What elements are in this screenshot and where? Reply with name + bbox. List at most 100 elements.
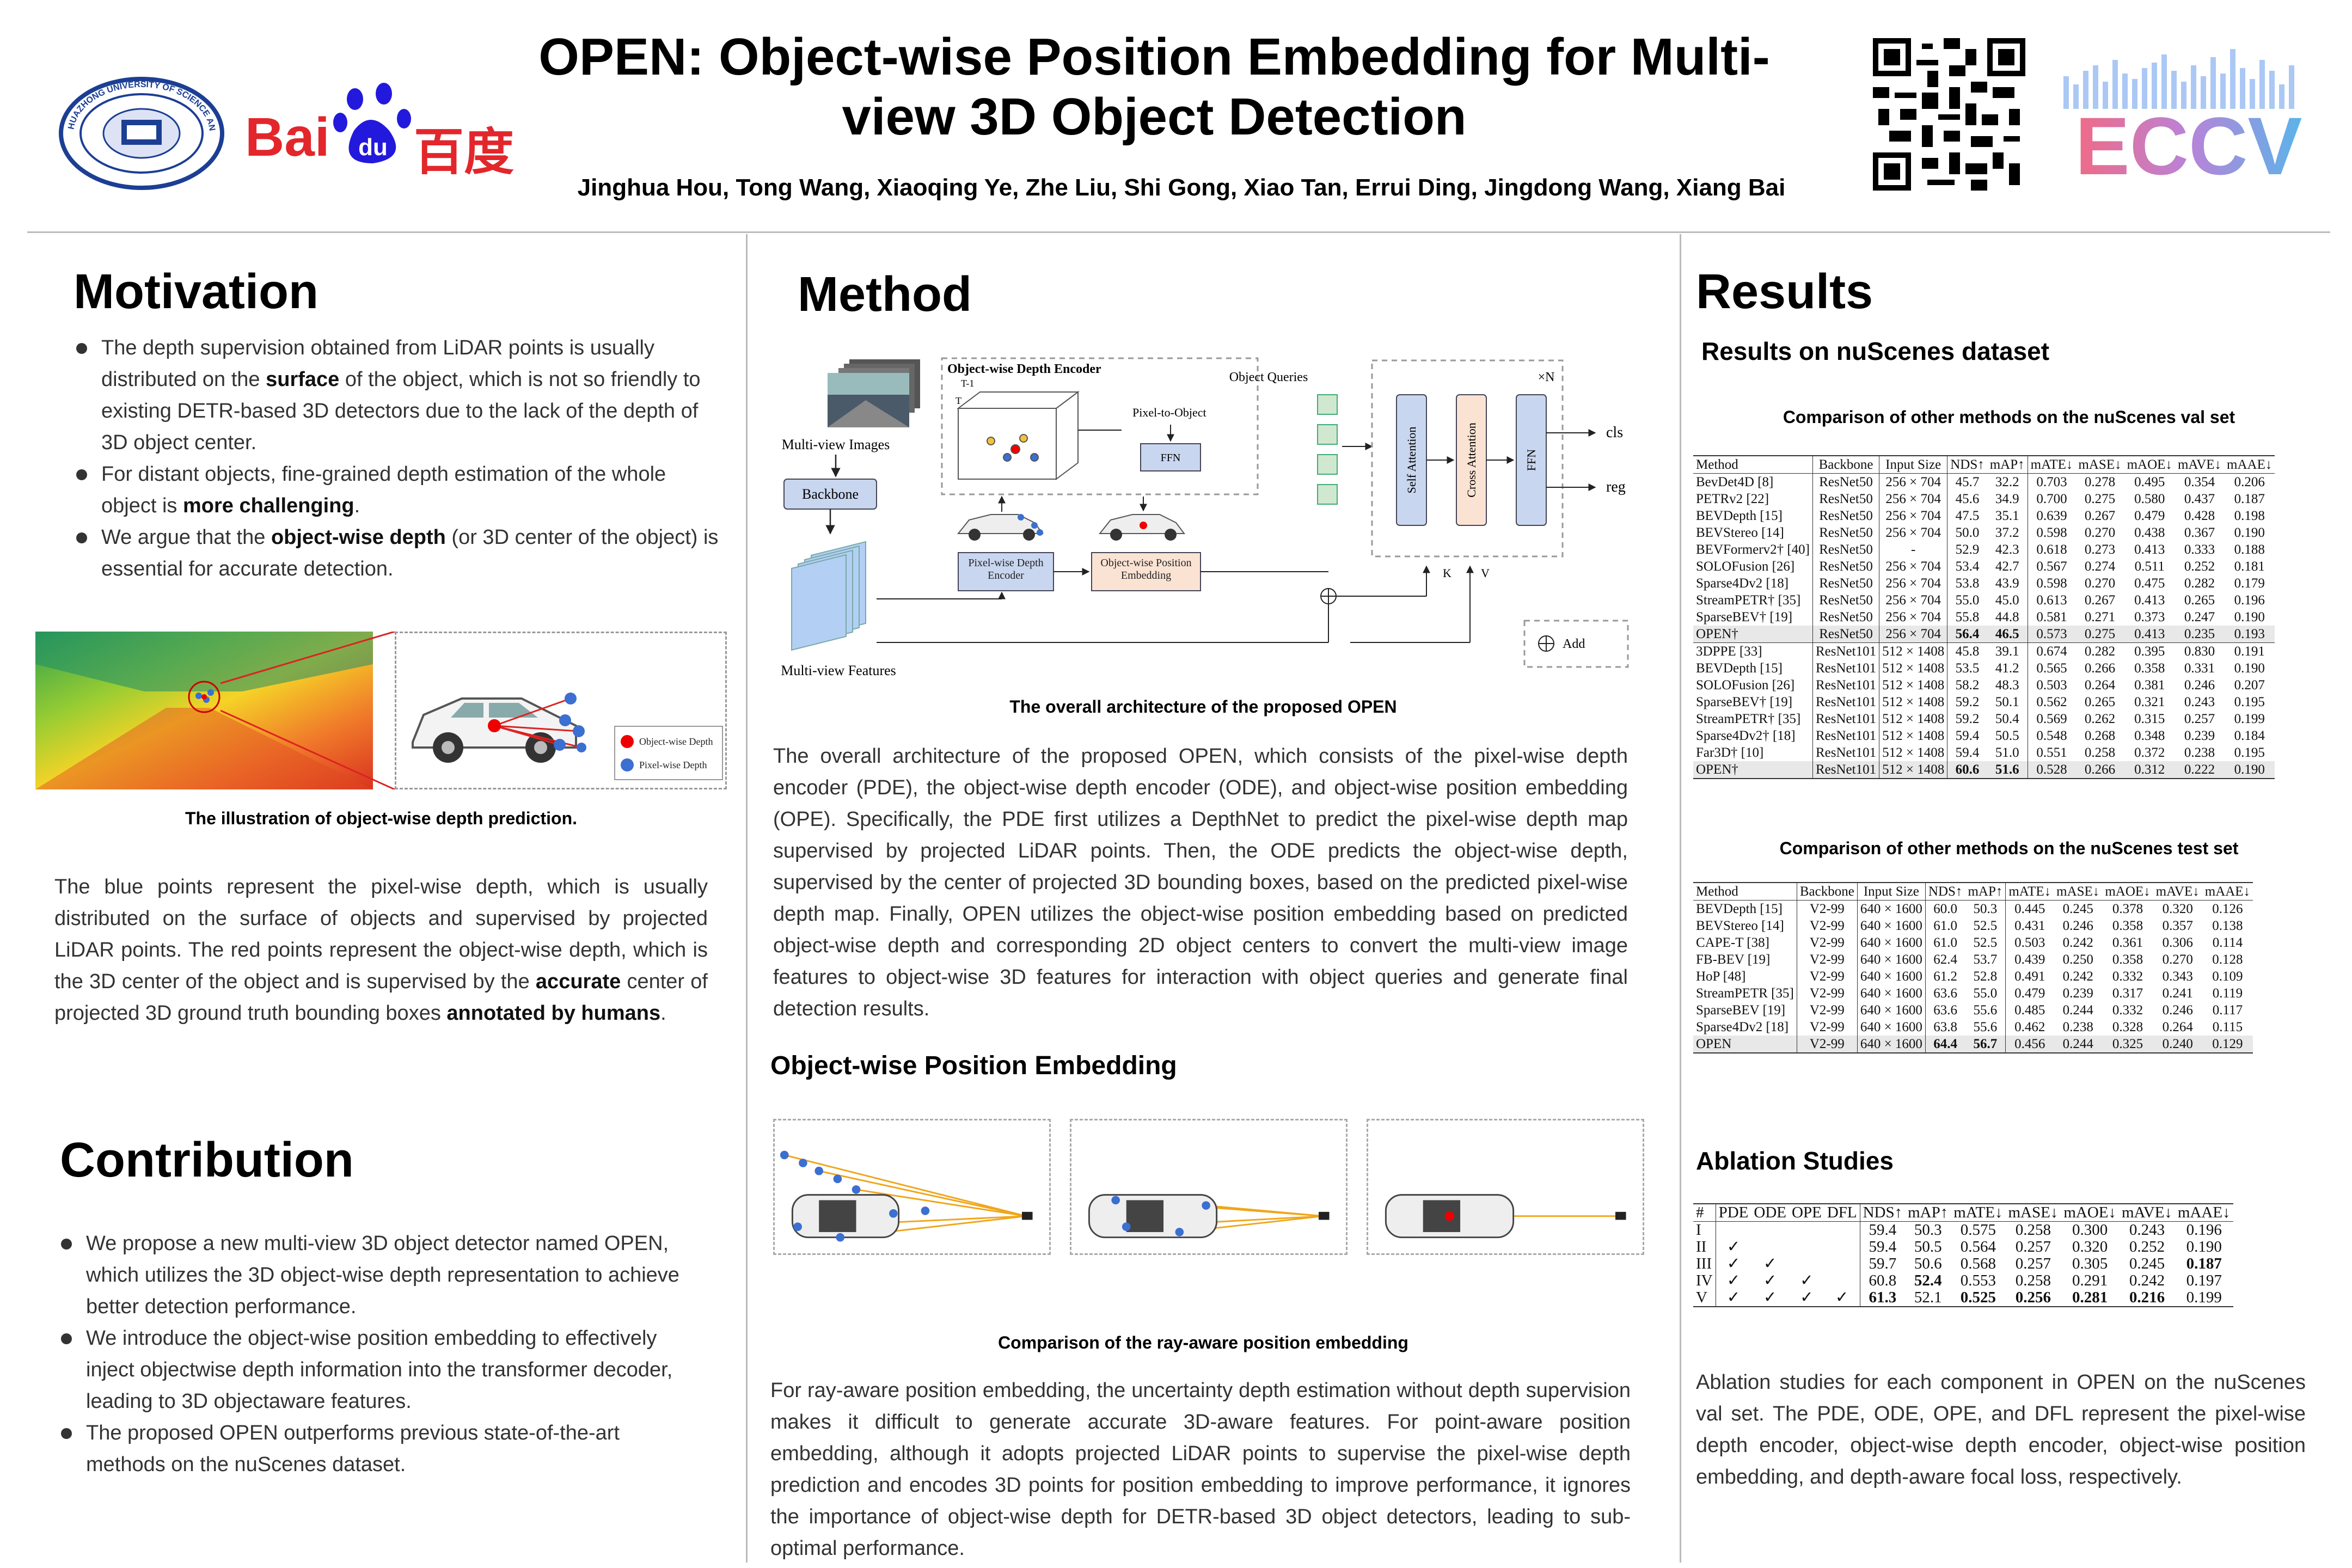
table-cell: ✓ — [1763, 1255, 1777, 1272]
table-cell: 512 × 1408 — [1879, 761, 1948, 779]
table-cell: 0.241 — [2162, 986, 2193, 1001]
table-cell: ✓ — [1763, 1272, 1777, 1289]
table-cell: SOLOFusion [26] — [1693, 677, 1813, 694]
baidu-logo-du: du — [358, 134, 388, 161]
table-cell: BEVFormerv2† [40] — [1693, 541, 1813, 558]
table-cell: 0.830 — [2175, 642, 2225, 660]
column-header: mATE↓ — [1953, 1204, 2003, 1221]
table-cell: 53.7 — [1965, 951, 2006, 968]
column-header: mAOE↓ — [2127, 457, 2172, 472]
table-cell: 0.271 — [2084, 610, 2116, 624]
table-cell: 0.242 — [2129, 1272, 2165, 1289]
table-cell: Sparse4Dv2 [18] — [1693, 1019, 1797, 1036]
column-header: mAVE↓ — [2177, 457, 2222, 472]
table-cell: 0.199 — [2234, 712, 2265, 726]
table-cell: 0.361 — [2112, 935, 2143, 950]
table-cell — [1824, 1272, 1860, 1289]
table-cell: 47.5 — [1955, 509, 1980, 523]
test-table-caption: Comparison of other methods on the nuSce… — [1779, 838, 2239, 858]
table-cell: 0.267 — [2084, 593, 2116, 608]
pde-block: Pixel-wise Depth Encoder — [968, 557, 1044, 581]
table-cell: ResNet50 — [1812, 541, 1880, 558]
table-cell: 58.2 — [1955, 678, 1980, 693]
table-cell: I — [1693, 1221, 1716, 1239]
table-cell: 0.195 — [2234, 745, 2265, 760]
table-cell: 0.240 — [2153, 1036, 2202, 1053]
motivation-paragraph: The blue points represent the pixel-wise… — [54, 875, 708, 1025]
baidu-logo: Bai du 百度 — [245, 82, 517, 180]
table-cell: V2-99 — [1797, 1019, 1858, 1036]
table-cell: 50.3 — [1914, 1221, 1942, 1239]
table-cell: 50.5 — [1914, 1238, 1942, 1255]
table-cell: 0.266 — [2084, 661, 2116, 676]
multi-view-images-icon — [828, 359, 920, 427]
v-label: V — [1481, 566, 1490, 580]
table-cell: 256 × 704 — [1879, 575, 1948, 592]
table-cell: 59.2 — [1955, 695, 1980, 709]
pixel-to-object-label: Pixel-to-Object — [1132, 406, 1206, 419]
table-cell: - — [1879, 541, 1948, 558]
table-cell: V2-99 — [1797, 951, 1858, 968]
table-cell: 0.305 — [2072, 1255, 2108, 1272]
table-cell: 0.197 — [2186, 1272, 2222, 1289]
table-cell: 0.243 — [2129, 1221, 2165, 1239]
table-cell: 37.2 — [1987, 524, 2028, 541]
table-cell: V2-99 — [1797, 968, 1858, 985]
table-cell: 0.618 — [2036, 542, 2067, 557]
table-cell: 61.3 — [1869, 1289, 1897, 1306]
table-cell: 0.333 — [2184, 542, 2215, 557]
table-cell: 512 × 1408 — [1879, 677, 1948, 694]
column-header: mASE↓ — [2056, 884, 2100, 899]
table-cell: 0.184 — [2234, 728, 2265, 743]
depth-cube-icon — [957, 391, 1080, 480]
table-cell — [1789, 1239, 1824, 1255]
table-cell: 0.456 — [2005, 1036, 2054, 1053]
table-cell: 0.413 — [2134, 542, 2165, 557]
reg-label: reg — [1606, 479, 1626, 495]
table-cell: ResNet101 — [1812, 727, 1880, 744]
table-cell: 0.320 — [2162, 902, 2193, 916]
table-cell: 0.511 — [2134, 559, 2165, 574]
table-cell: 50.3 — [1965, 900, 2006, 917]
table-cell: 0.700 — [2036, 492, 2067, 506]
table-cell: 0.674 — [2028, 642, 2076, 660]
add-legend-label: Add — [1563, 637, 1585, 651]
table-cell: ResNet50 — [1812, 558, 1880, 575]
table-cell: 0.238 — [2184, 745, 2215, 760]
table-cell: 0.348 — [2134, 728, 2165, 743]
table-cell: 0.114 — [2212, 935, 2243, 950]
times-n-label: ×N — [1538, 370, 1555, 384]
table-cell: 0.428 — [2184, 509, 2215, 523]
table-cell: 0.190 — [2186, 1238, 2222, 1255]
table-cell: ✓ — [1726, 1238, 1741, 1255]
architecture-caption: The overall architecture of the proposed… — [1009, 697, 1397, 716]
table-cell: 35.1 — [1987, 507, 2028, 524]
table-cell: 55.8 — [1955, 610, 1980, 624]
table-cell — [1824, 1239, 1860, 1255]
ray-panel-3 — [1367, 1119, 1644, 1255]
table-cell: 0.564 — [1960, 1238, 1996, 1255]
column-header: mAAE↓ — [2227, 457, 2273, 472]
ffn-block: FFN — [1161, 452, 1181, 464]
table-cell: 0.431 — [2014, 918, 2045, 933]
table-cell: SparseBEV† [19] — [1693, 609, 1813, 626]
eccv-logo-text: ECCV — [2075, 100, 2302, 185]
qr-code[interactable] — [1873, 38, 2025, 191]
table-cell: ✓ — [1726, 1272, 1741, 1289]
table-cell: 45.8 — [1947, 642, 1987, 660]
column-header: mAP↑ — [1965, 883, 2006, 901]
table-cell: 0.354 — [2184, 475, 2215, 489]
table-cell: 0.273 — [2084, 542, 2116, 557]
table-cell: ResNet50 — [1812, 626, 1880, 643]
table-cell: ResNet101 — [1812, 744, 1880, 761]
car-depth-icon — [412, 693, 586, 763]
